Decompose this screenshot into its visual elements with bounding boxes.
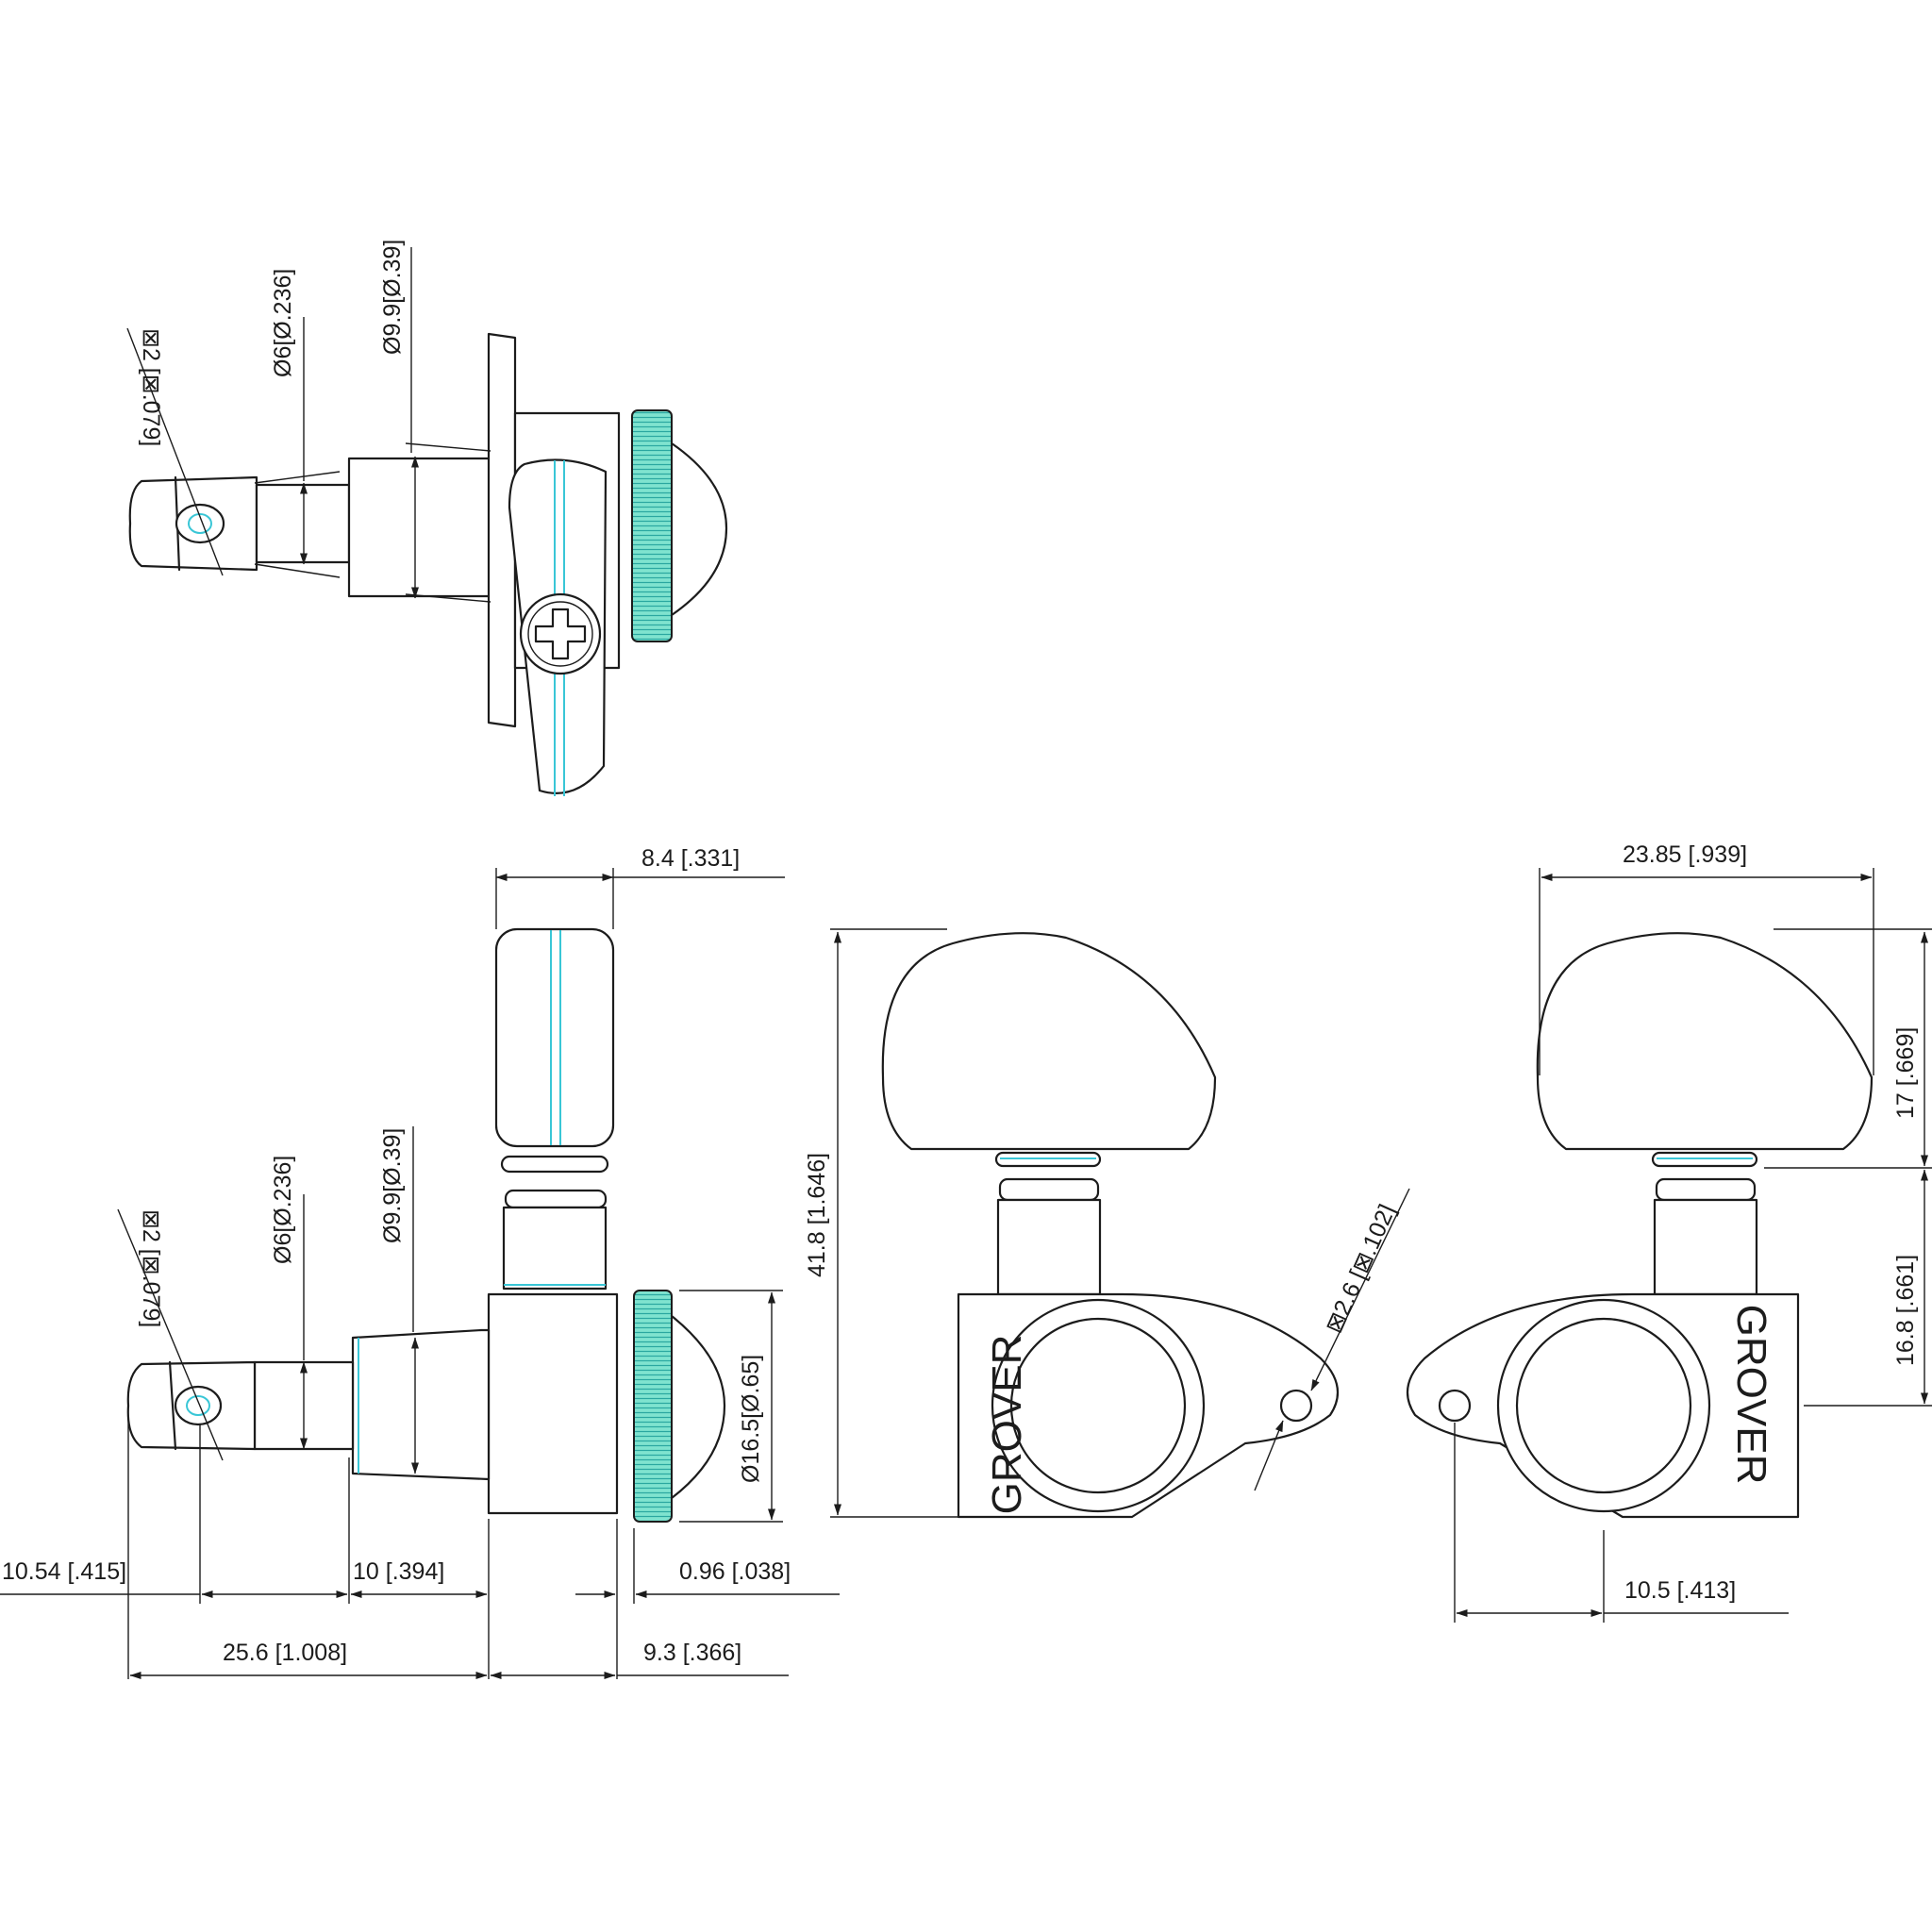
top-gear-cap [670,441,728,617]
dim-total-height: 41.8 [1.646] [804,1153,830,1277]
dim-overall-width: 23.85 [.939] [1623,841,1747,868]
front-left-screw-hole [1279,1389,1313,1423]
dim-housing-height: 16.8 [.661] [1892,1255,1919,1366]
dim-gear-gap: 0.96 [.038] [679,1558,791,1585]
dim-button-height: 17 [.669] [1892,1027,1919,1119]
front-view-left: GROVER [881,932,1340,1519]
dim-top-square: ⊠2 [⊠.079] [138,328,164,446]
dim-side-bushing-dia: Ø9.9[Ø.39] [379,1128,406,1243]
side-view [126,927,726,1523]
side-gear-cap [670,1314,726,1500]
dim-gear-dia: Ø16.5[Ø.65] [738,1355,764,1483]
front-view-right: GROVER [1406,932,1874,1519]
front-right-brand: GROVER [1728,1305,1774,1485]
top-plate [487,332,517,728]
front-left-brand: GROVER [984,1335,1030,1515]
side-gear [633,1290,673,1523]
dim-gear-depth: 9.3 [.366] [643,1640,741,1666]
side-button [494,927,615,1148]
dim-post-offset: 10.54 [.415] [2,1558,126,1585]
front-view-right-dimensions [1454,868,1932,1623]
dim-top-bushing-dia: Ø9.9[Ø.39] [379,240,406,355]
front-right-screw-hole [1438,1389,1472,1423]
phillips-screw-icon [519,592,602,675]
dim-side-square: ⊠2 [⊠.079] [138,1209,164,1327]
dim-top-post-dia: Ø6[Ø.236] [270,269,296,377]
front-left-button [881,932,1217,1151]
side-bushing [351,1328,491,1481]
front-view-left-dimensions [830,928,1410,1518]
dim-side-post-dia: Ø6[Ø.236] [270,1156,296,1264]
top-post-shaft [255,483,351,564]
side-view-dimensions [0,868,840,1679]
top-bushing [347,457,492,598]
top-gear [631,409,673,642]
dim-bushing-len: 10 [.394] [353,1558,444,1585]
dim-hole-offset: 10.5 [.413] [1624,1577,1736,1604]
top-view-dimensions [126,247,491,603]
dim-screw-hole: ⊠2.6 [⊠.102] [1321,1201,1401,1338]
top-view [128,332,728,796]
dim-button-width: 8.4 [.331] [641,845,740,872]
side-housing [487,1292,619,1515]
dim-total-len: 25.6 [1.008] [223,1640,347,1666]
front-right-button [1536,932,1874,1151]
side-shaft [502,1206,608,1291]
